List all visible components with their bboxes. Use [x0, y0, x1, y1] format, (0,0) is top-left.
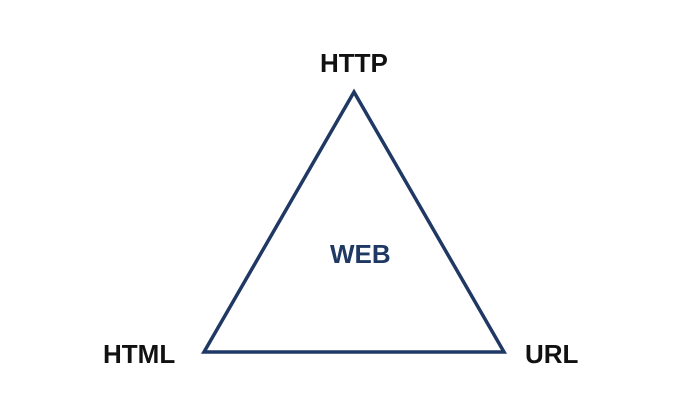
vertex-label-html: HTML: [103, 339, 176, 369]
vertex-label-http: HTTP: [320, 48, 388, 78]
vertex-label-url: URL: [525, 339, 579, 369]
triangle-shape: [200, 88, 508, 354]
center-label-web: WEB: [330, 239, 391, 269]
